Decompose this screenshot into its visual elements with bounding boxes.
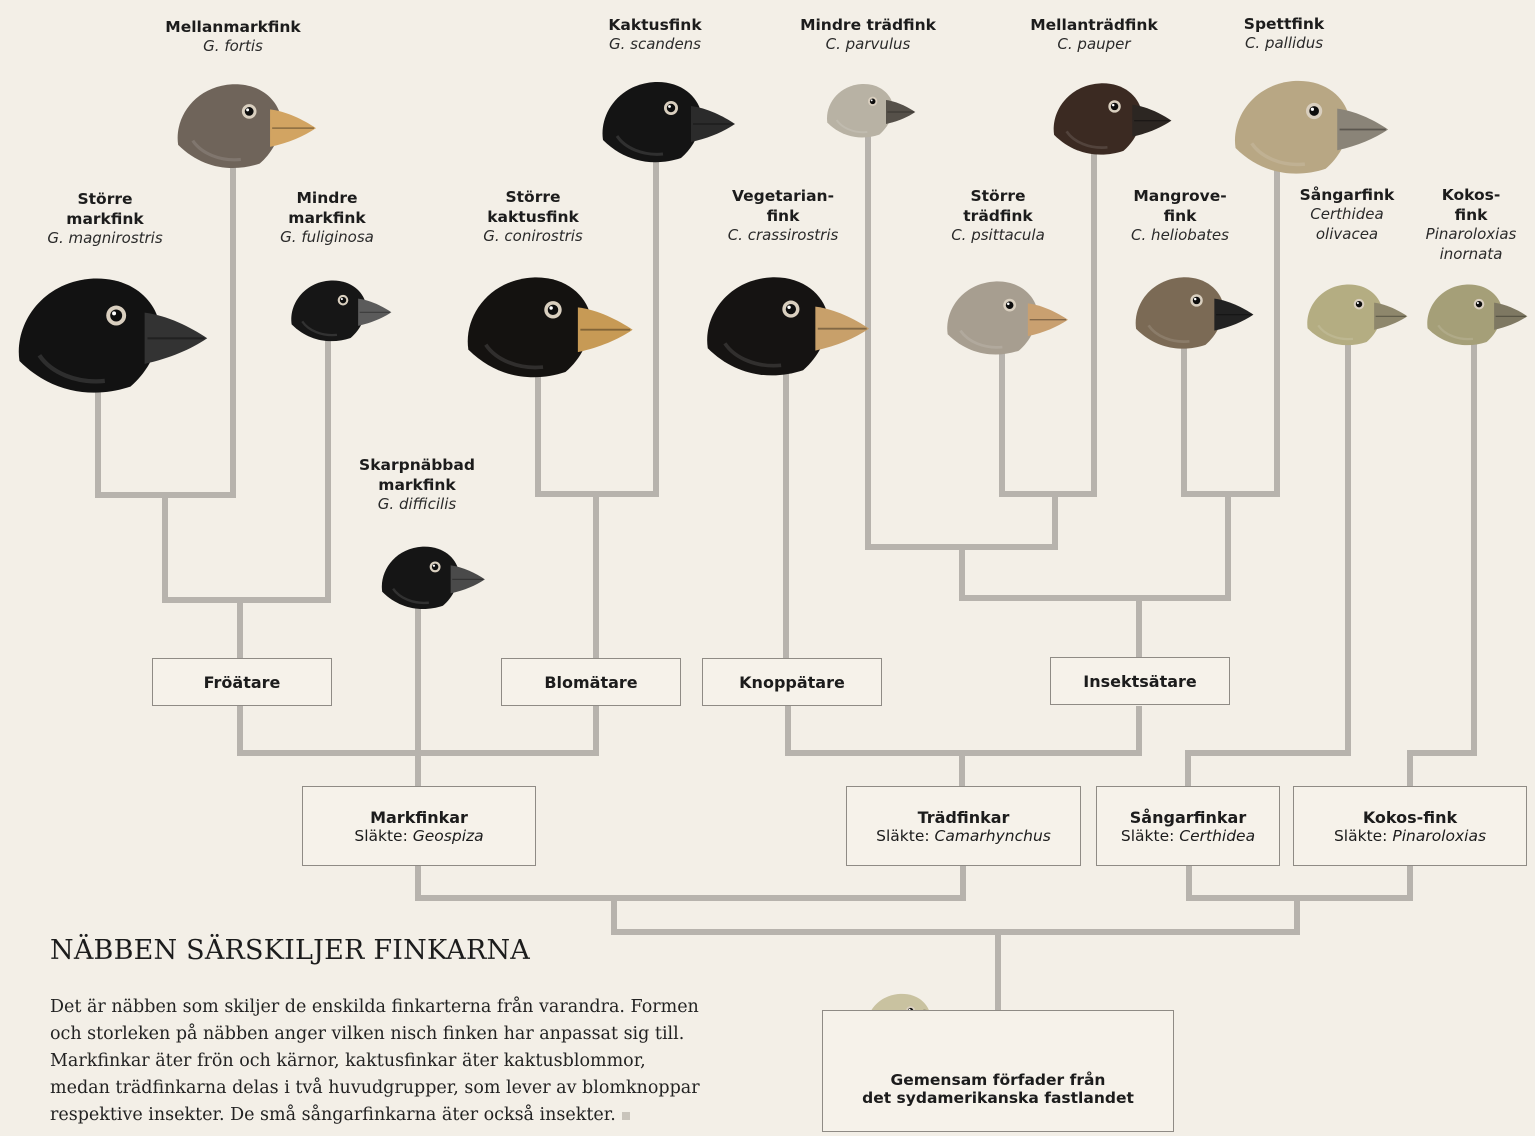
scientific-name: G. difficilis [359,495,475,515]
bird-head-spettfink [1212,74,1407,178]
diet-box-froatare: Fröätare [152,658,332,706]
scientific-name: C. heliobates [1131,226,1229,246]
diet-box-insektsatare: Insektsätare [1050,657,1230,705]
common-name: Mindre trädfink [800,15,936,35]
species-label-storre-kaktusfink: Större kaktusfink G. conirostris [483,187,582,247]
bird-head-mangrovefink [1124,272,1262,352]
genus-name: Pinaroloxias [1392,827,1486,845]
common-name: Kokos- fink [1426,185,1517,225]
species-label-mellanmarkfink: Mellanmarkfink G. fortis [165,17,300,57]
species-label-sangarfink: Sångarfink Certhidea olivacea [1300,185,1395,244]
genus-line: Släkte: Camarhynchus [876,827,1051,845]
body-line: Markfinkar äter frön och kärnor, kaktusf… [50,1048,750,1075]
bird-head-kaktusfink [592,76,742,166]
bird-head-storre-markfink [8,270,213,398]
species-label-kokosfink: Kokos- fink Pinaroloxias inornata [1426,185,1517,264]
species-label-spettfink: Spettfink C. pallidus [1244,14,1324,54]
genus-line: Släkte: Geospiza [354,827,483,845]
bird-head-mellanmarkfink [170,78,320,172]
ancestor-box: Gemensam förfader från det sydamerikansk… [822,1010,1174,1132]
ancestor-line-1: Gemensam förfader från [891,1071,1106,1089]
scientific-name: G. fuliginosa [280,228,374,248]
diet-box-knoppatare: Knoppätare [702,658,882,706]
common-name: Spettfink [1244,14,1324,34]
species-label-mellantradfink: Mellanträdfink C. pauper [1030,15,1158,55]
common-name: Mellanträdfink [1030,15,1158,35]
page-title: NÄBBEN SÄRSKILJER FINKARNA [50,935,530,966]
species-label-mindre-tradfink: Mindre trädfink C. parvulus [800,15,936,55]
body-line: Det är näbben som skiljer de enskilda fi… [50,994,750,1021]
common-name: Vegetarian- fink [728,186,839,226]
genus-box-tradfinkar: Trädfinkar Släkte: Camarhynchus [846,786,1081,866]
species-label-skarpnabbad-markfink: Skarpnäbbad markfink G. difficilis [359,455,475,515]
bird-head-mellantradfink [1046,78,1176,158]
bird-head-skarpnabbad-markfink [370,542,494,612]
genus-box-kokosfink: Kokos-fink Släkte: Pinaroloxias [1293,786,1527,866]
diet-label: Blomätare [544,673,637,692]
bird-head-kokosfink [1418,280,1534,348]
common-name: Större trädfink [951,186,1045,226]
bird-head-sangarfink [1296,280,1416,348]
common-name: Mellanmarkfink [165,17,300,37]
scientific-name: Pinaroloxias inornata [1426,225,1517,264]
scientific-name: C. psittacula [951,226,1045,246]
scientific-name: C. crassirostris [728,226,839,246]
scientific-name: G. conirostris [483,227,582,247]
common-name: Kaktusfink [608,15,701,35]
common-name: Mindre markfink [280,188,374,228]
common-name: Sångarfink [1300,185,1395,205]
diet-box-blomatare: Blomätare [501,658,681,706]
genus-line: Släkte: Pinaroloxias [1334,827,1486,845]
common-name: Större kaktusfink [483,187,582,227]
body-line: och storleken på näbben anger vilken nis… [50,1021,750,1048]
genus-title: Trädfinkar [918,808,1010,827]
genus-name: Camarhynchus [935,827,1051,845]
genus-name: Certhidea [1179,827,1255,845]
genus-title: Markfinkar [370,808,468,827]
end-mark-icon [622,1112,630,1120]
genus-name: Geospiza [413,827,484,845]
scientific-name: G. fortis [165,37,300,57]
species-label-storre-markfink: Större markfink G. magnirostris [47,189,162,249]
scientific-name: C. parvulus [800,35,936,55]
scientific-name: Certhidea olivacea [1300,205,1395,244]
scientific-name: G. scandens [608,35,701,55]
diet-label: Fröätare [204,673,281,692]
genus-box-markfinkar: Markfinkar Släkte: Geospiza [302,786,536,866]
common-name: Större markfink [47,189,162,229]
common-name: Mangrove- fink [1131,186,1229,226]
scientific-name: C. pauper [1030,35,1158,55]
genus-line: Släkte: Certhidea [1121,827,1255,845]
ancestor-line-2: det sydamerikanska fastlandet [862,1089,1134,1107]
species-label-vegetarianfink: Vegetarian- fink C. crassirostris [728,186,839,246]
genus-title: Sångarfinkar [1130,808,1246,827]
scientific-name: C. pallidus [1244,34,1324,54]
bird-head-vegetarianfink [694,270,878,380]
body-paragraph: Det är näbben som skiljer de enskilda fi… [50,994,750,1129]
genus-title: Kokos-fink [1363,808,1457,827]
species-label-mindre-markfink: Mindre markfink G. fuliginosa [280,188,374,248]
diet-label: Insektsätare [1083,672,1197,691]
bird-head-storre-tradfink [938,276,1074,358]
common-name: Skarpnäbbad markfink [359,455,475,495]
bird-head-mindre-markfink [282,276,398,344]
bird-head-mindre-tradfink [820,80,920,140]
genus-box-sangarfinkar: Sångarfinkar Släkte: Certhidea [1096,786,1280,866]
diet-label: Knoppätare [739,673,845,692]
bird-head-storre-kaktusfink [454,270,642,382]
body-line: medan trädfinkarna delas i två huvudgrup… [50,1075,750,1102]
scientific-name: G. magnirostris [47,229,162,249]
species-label-mangrovefink: Mangrove- fink C. heliobates [1131,186,1229,246]
body-line: respektive insekter. De små sångarfinkar… [50,1102,750,1129]
species-label-storre-tradfink: Större trädfink C. psittacula [951,186,1045,246]
species-label-kaktusfink: Kaktusfink G. scandens [608,15,701,55]
